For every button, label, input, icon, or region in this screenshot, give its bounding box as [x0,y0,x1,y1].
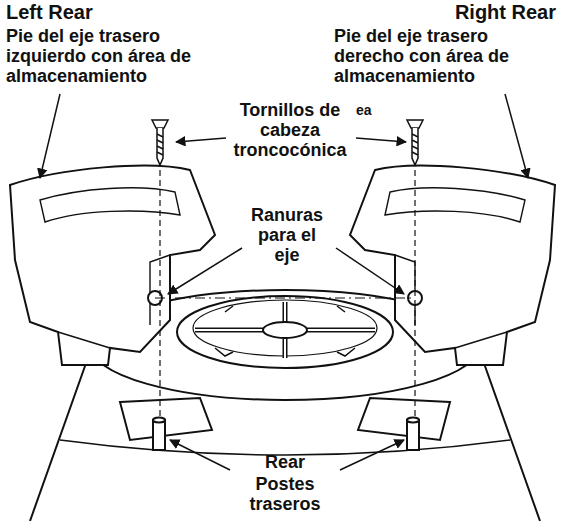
part-name: Pie del eje trasero derecho con área de … [334,26,556,86]
part-name: Pie del eje trasero izquierdo con área d… [6,26,228,86]
note: ea [356,100,386,120]
part-name: Tornillos de cabeza troncocónica [226,100,354,160]
part-name: Right Rear [356,2,556,22]
leader-arrow [40,94,528,470]
part-name: Ranuras para el eje [244,205,330,265]
part-name: Rear [240,452,330,472]
part-name: Left Rear [6,2,206,22]
rear-foot [10,166,215,365]
part-name: Postes traseros [240,474,330,514]
rear-foot [350,166,555,365]
alignment-line [155,170,415,418]
